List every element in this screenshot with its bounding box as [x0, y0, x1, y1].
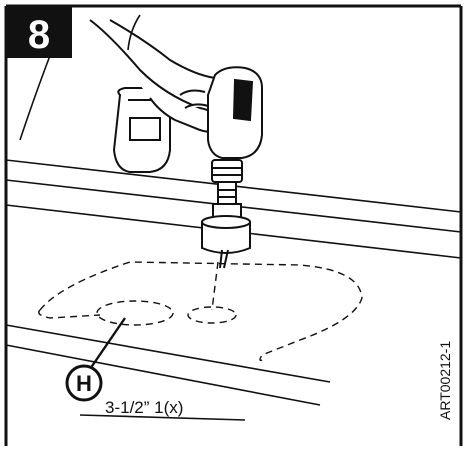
cutout-template [38, 261, 363, 362]
large-hole-outline [96, 300, 174, 326]
small-hole-outline [187, 306, 237, 324]
callout-letter: H [76, 371, 92, 396]
drill-with-hole-saw-icon [89, 19, 263, 269]
step-number: 8 [28, 13, 50, 57]
callout-leader [87, 317, 126, 373]
art-number: ART00212-1 [437, 341, 453, 420]
callout-badge: H [65, 364, 103, 402]
panel-frame [4, 4, 463, 446]
callout-caption: 3-1/2” 1(x) [105, 398, 183, 417]
step-badge: 8 [6, 6, 72, 58]
